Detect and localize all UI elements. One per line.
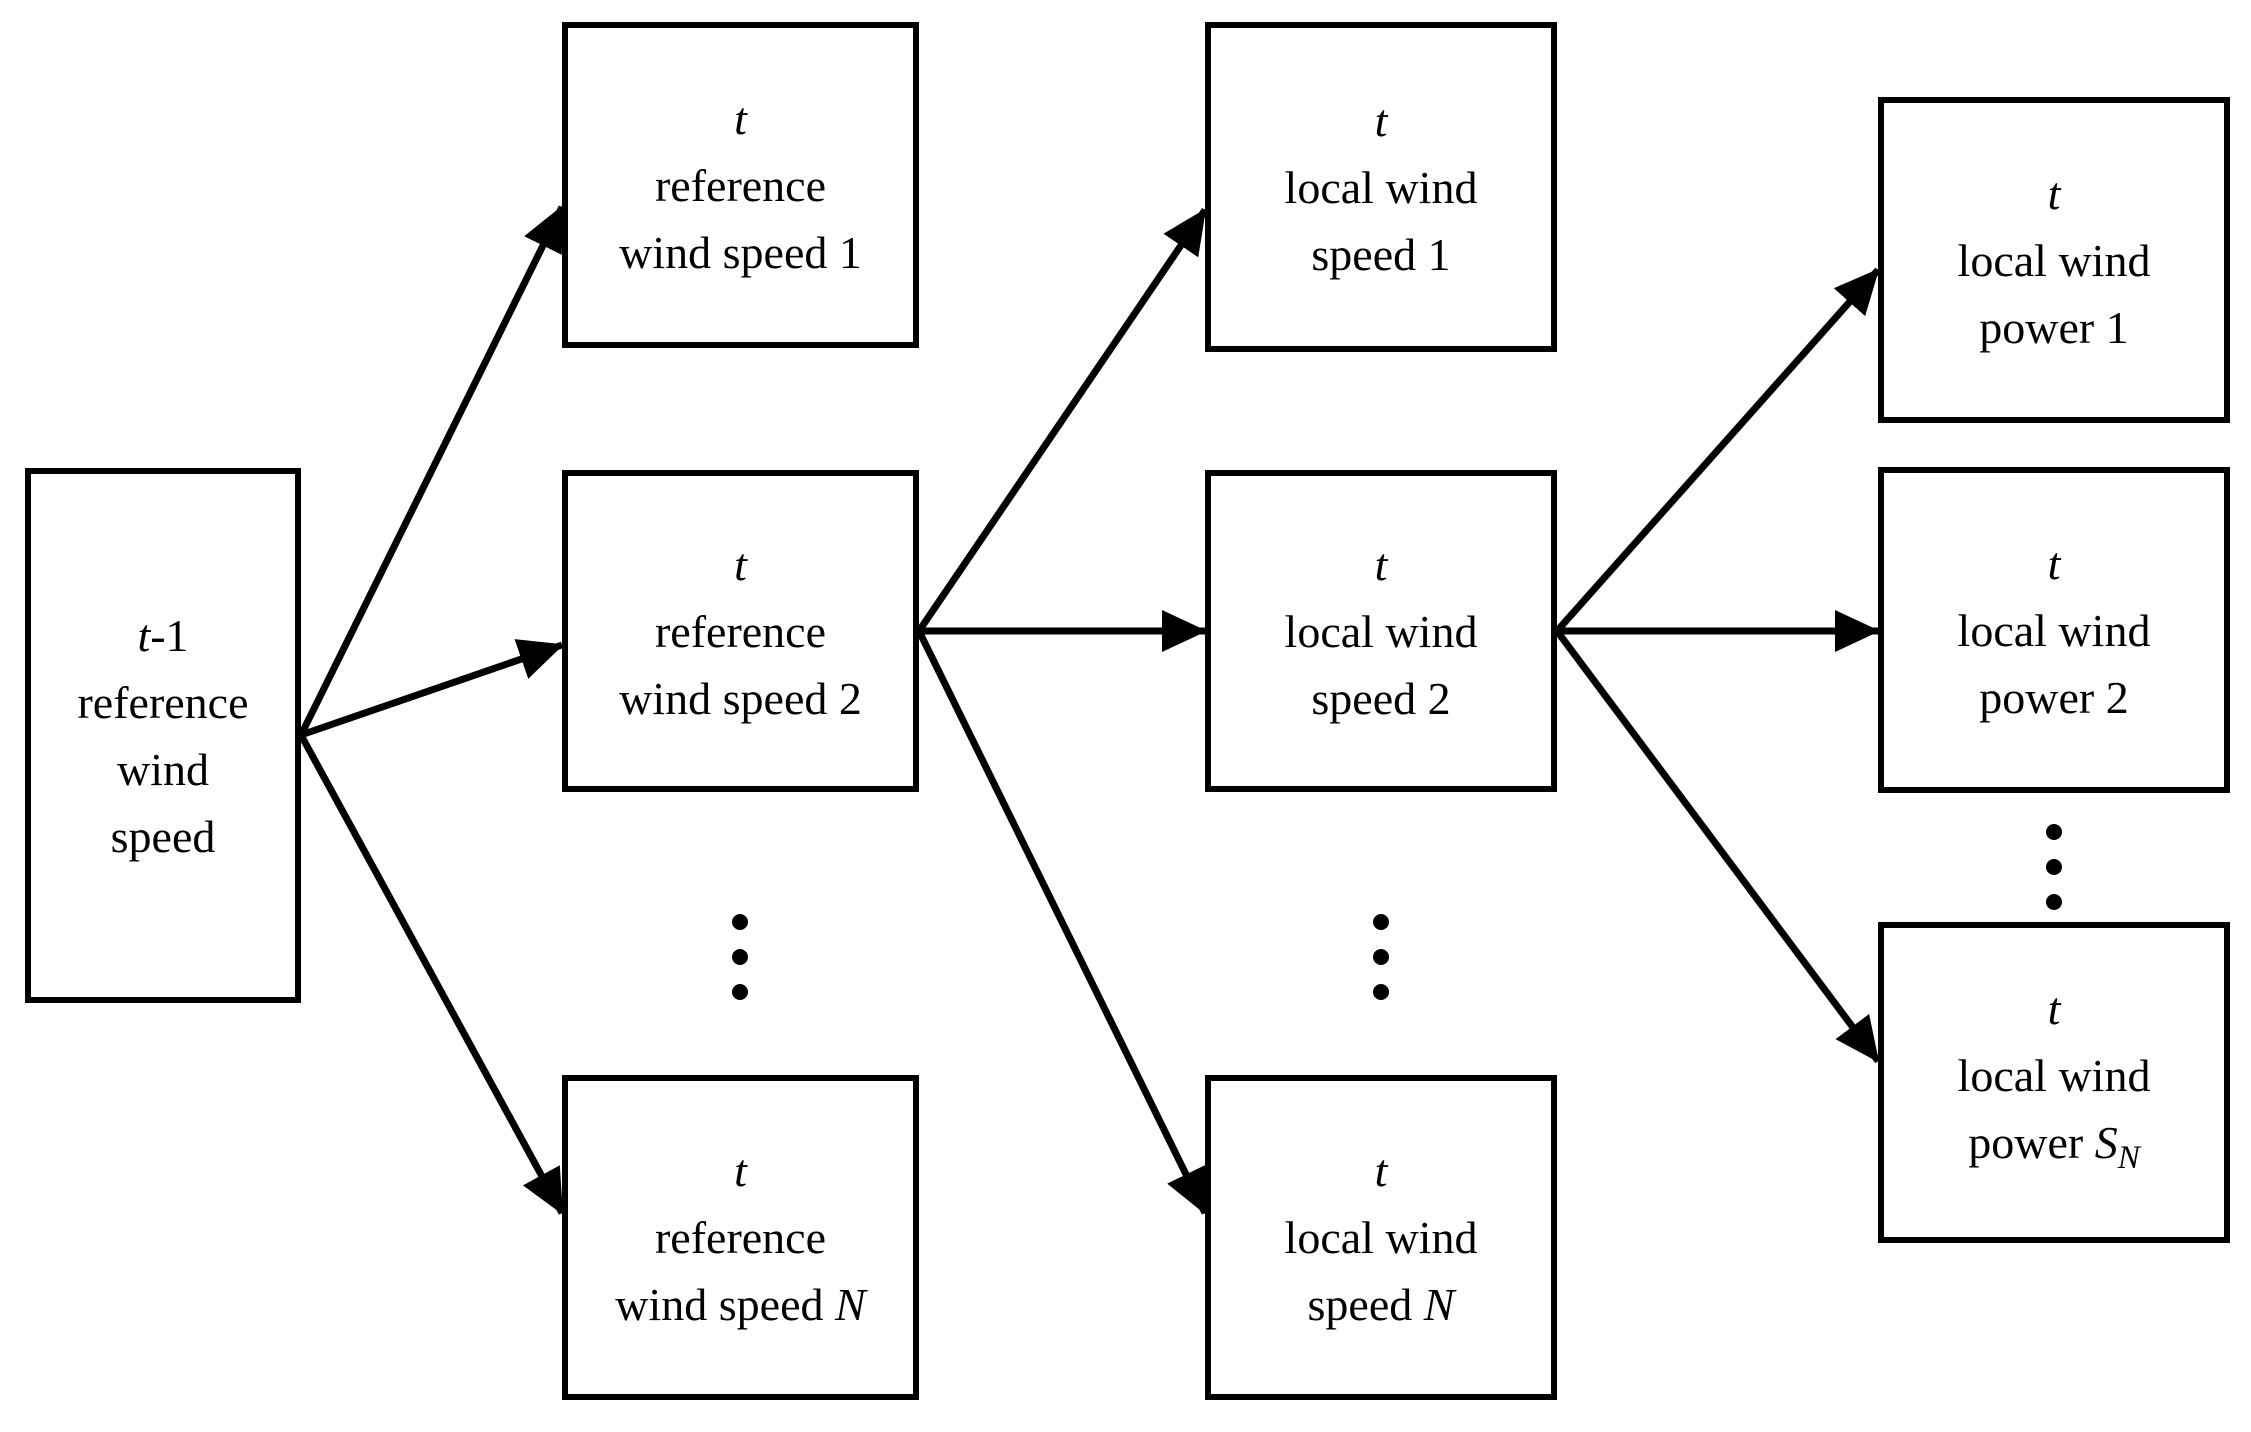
node-local-wind-speed-2: t local wind speed 2 — [1205, 470, 1557, 792]
node-label-line: local wind — [1284, 161, 1478, 213]
label-text: power — [1968, 1116, 2095, 1168]
node-label-line: reference — [77, 676, 249, 728]
node-label-line: local wind — [1284, 1212, 1478, 1263]
node-label-line: speed 1 — [1311, 228, 1451, 280]
node-label-line: local wind — [1957, 234, 2151, 286]
node-label-line: wind speed 1 — [619, 226, 862, 278]
label-variable-subscript: N — [2117, 1138, 2140, 1176]
node-reference-wind-speed-N: t reference wind speed N — [562, 1075, 919, 1400]
node-label-line: wind speed 2 — [619, 672, 862, 724]
time-index: t — [2047, 982, 2061, 1034]
node-local-wind-speed-N: t local wind speed N — [1205, 1075, 1557, 1400]
node-local-wind-power-SN: t local wind power SN — [1878, 922, 2230, 1243]
node-prev-reference-wind-speed: t-1 reference wind speed — [25, 468, 301, 1003]
ellipsis-dot — [1373, 949, 1389, 965]
node-local-wind-speed-1: t local wind speed 1 — [1205, 22, 1557, 352]
time-index: t — [734, 1145, 747, 1196]
ellipsis-dot — [2046, 859, 2062, 875]
node-label-line: wind — [117, 743, 209, 795]
node-label-line: reference — [654, 159, 827, 211]
ellipsis-dot — [732, 984, 748, 1000]
node-label-line: local wind — [1957, 1049, 2151, 1101]
label-variable: N — [835, 1279, 866, 1330]
node-label-line: reference — [654, 605, 827, 657]
time-index: t — [1374, 1145, 1388, 1196]
node-label-line: power SN — [1968, 1109, 2140, 1191]
node-label-line: speed — [110, 810, 216, 862]
edge-refPrev-refSpeed2 — [299, 639, 564, 739]
node-local-wind-power-1: t local wind power 1 — [1878, 97, 2230, 423]
vertical-ellipsis-reference-column — [732, 914, 748, 1000]
ellipsis-dot — [1373, 984, 1389, 1000]
label-text: speed — [1307, 1279, 1424, 1330]
vertical-ellipsis-local-power-column — [2046, 824, 2062, 910]
ellipsis-dot — [2046, 894, 2062, 910]
time-index: t — [1374, 94, 1388, 146]
edge-refSpeed2-localSpeedN — [915, 629, 1209, 1215]
node-label-line: power 2 — [1979, 671, 2129, 723]
node-label-line: speed 2 — [1311, 672, 1451, 724]
edge-refSpeed2-localSpeed1 — [916, 208, 1208, 633]
time-index: t — [734, 538, 747, 590]
time-index: t — [137, 609, 151, 661]
node-label-line: wind speed N — [615, 1271, 865, 1338]
node-time-line: t-1 — [137, 602, 188, 669]
label-variable: N — [1423, 1279, 1455, 1330]
time-index: t — [734, 92, 747, 144]
node-reference-wind-speed-2: t reference wind speed 2 — [562, 470, 919, 792]
edge-localSpeed2-localPowerSN — [1554, 628, 1881, 1064]
ellipsis-dot — [2046, 824, 2062, 840]
edge-refPrev-refSpeedN — [297, 733, 566, 1215]
node-local-wind-power-2: t local wind power 2 — [1878, 467, 2230, 793]
time-index: t — [2047, 537, 2061, 589]
edge-refPrev-refSpeed1 — [297, 205, 566, 737]
label-text: wind speed — [615, 1279, 836, 1330]
node-label-line: power 1 — [1979, 301, 2129, 353]
ellipsis-dot — [732, 949, 748, 965]
node-reference-wind-speed-1: t reference wind speed 1 — [562, 22, 919, 348]
node-label-line: speed N — [1308, 1271, 1455, 1338]
time-index: t — [1374, 538, 1388, 590]
edge-localSpeed2-localPower1 — [1554, 267, 1881, 634]
label-variable: S — [2094, 1116, 2118, 1168]
time-offset: -1 — [150, 609, 189, 661]
ellipsis-dot — [1373, 914, 1389, 930]
node-label-line: local wind — [1957, 604, 2151, 656]
vertical-ellipsis-local-speed-column — [1373, 914, 1389, 1000]
time-index: t — [2047, 167, 2061, 219]
ellipsis-dot — [732, 914, 748, 930]
node-label-line: local wind — [1284, 605, 1478, 657]
node-label-line: reference — [654, 1212, 827, 1263]
